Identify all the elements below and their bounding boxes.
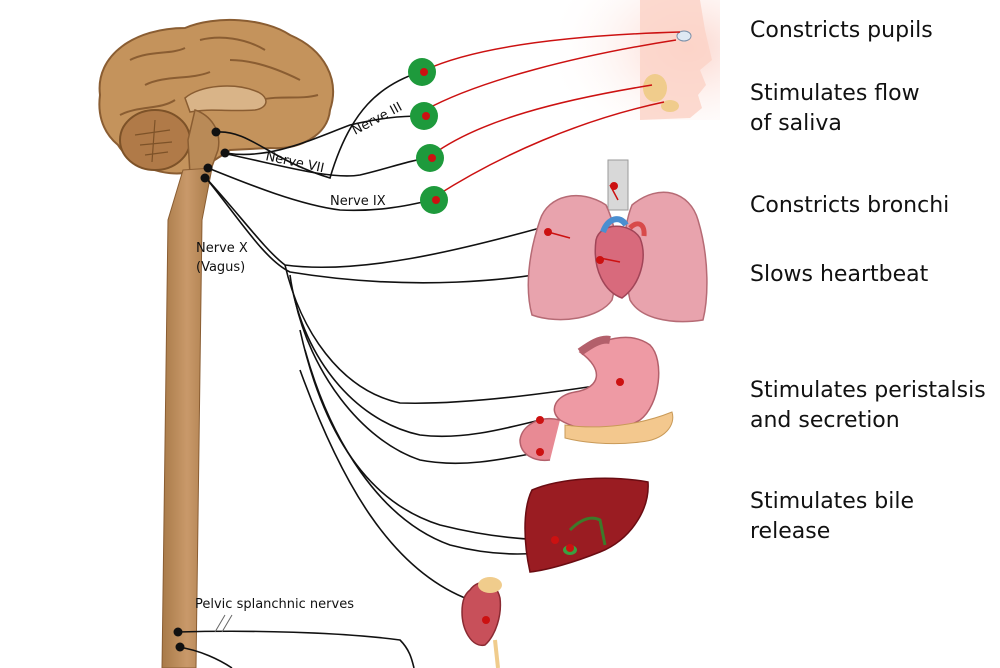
ganglia (408, 58, 448, 214)
trachea (607, 159, 629, 211)
effect-line: Stimulates peristalsis (750, 378, 986, 403)
nerve-iii-label: Nerve III (350, 100, 405, 139)
effect-line: release (750, 519, 831, 544)
effect-pupils: Constricts pupils (750, 16, 933, 46)
postganglionic-fibers (424, 31, 681, 197)
effect-line: of saliva (750, 111, 842, 136)
nerve-vii-label: Nerve VII (264, 149, 325, 176)
pelvic-splanchnic-label: Pelvic splanchnic nerves (195, 597, 354, 612)
effect-liver: Stimulates bile release (750, 487, 914, 547)
effect-stomach: Stimulates peristalsis and secretion (750, 376, 986, 436)
effect-line: Constricts bronchi (750, 193, 950, 218)
nerve-x-label: Nerve X (196, 241, 248, 256)
nerve-ix-label: Nerve IX (330, 194, 386, 209)
effect-line: Stimulates flow (750, 81, 920, 106)
effect-saliva: Stimulates flow of saliva (750, 79, 920, 139)
nerve-lines (177, 71, 621, 668)
effect-line: Slows heartbeat (750, 262, 929, 287)
vagus-label: (Vagus) (196, 260, 245, 275)
kidney (461, 577, 502, 668)
effect-bronchi: Constricts bronchi (750, 191, 949, 221)
effect-heart: Slows heartbeat (750, 260, 928, 290)
face (560, 0, 720, 120)
effect-line: Stimulates bile (750, 489, 915, 514)
nerve-origin-dots (173, 127, 230, 652)
cerebellum (119, 109, 191, 171)
brain (98, 19, 335, 176)
stomach-pancreas (519, 335, 674, 462)
effect-line: Constricts pupils (750, 18, 933, 43)
effect-line: and secretion (750, 408, 900, 433)
salivary-gland-icon (643, 74, 667, 102)
eye-icon (676, 30, 692, 42)
liver (524, 477, 649, 573)
lungs-heart (527, 159, 708, 323)
salivary-gland-icon (661, 100, 679, 112)
